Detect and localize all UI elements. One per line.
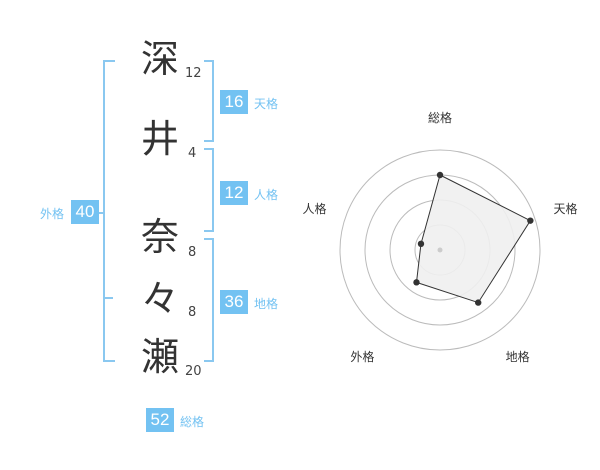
radar-ring-4	[339, 149, 541, 351]
radar-axis-label-3: 地格	[506, 349, 530, 364]
radar-point-4	[413, 279, 420, 286]
radar-axis-label-4: 外格	[350, 349, 374, 364]
jinkaku-label: 人格	[254, 188, 279, 202]
radar-point-2	[527, 217, 534, 224]
jinkaku-bracket	[204, 148, 214, 232]
name-char-2: 井	[141, 117, 180, 161]
stroke-count-4: 8	[188, 305, 197, 320]
name-char-3: 奈	[141, 215, 180, 259]
radar-axis-label-2: 天格	[554, 201, 578, 216]
radar-series-polygon	[415, 174, 532, 304]
stroke-count-2: 4	[188, 146, 197, 161]
name-char-1: 深	[141, 37, 180, 81]
chikaku-label: 地格	[254, 297, 279, 311]
radar-point-5	[417, 240, 425, 248]
gaikaku-label: 外格	[40, 207, 65, 221]
jinkaku-value-badge: 12	[220, 181, 248, 205]
gaikaku-bracket-tick	[97, 212, 105, 214]
radar-axis-label-1: 総格	[428, 110, 452, 125]
name-char-4: 々	[141, 277, 180, 321]
stroke-count-1: 12	[185, 66, 202, 81]
tenkaku-bracket	[204, 60, 214, 142]
tenkaku-value-badge: 16	[220, 90, 248, 114]
chikaku-value-badge: 36	[220, 290, 248, 314]
soukaku-label: 総格	[180, 415, 205, 429]
stroke-count-5: 20	[185, 364, 202, 379]
stroke-count-3: 8	[188, 245, 197, 260]
name-char-5: 瀬	[141, 335, 180, 379]
radar-point-3	[475, 299, 482, 306]
chikaku-bracket	[204, 238, 214, 362]
radar-axis-label-5: 人格	[302, 201, 326, 216]
radar-center	[437, 247, 443, 253]
gaikaku-bracket	[103, 60, 115, 362]
gaikaku-value-badge: 40	[71, 200, 99, 224]
gaikaku-bracket-notch	[103, 297, 113, 299]
soukaku-value-badge: 52	[146, 408, 174, 432]
radar-point-1	[436, 171, 444, 179]
tenkaku-label: 天格	[254, 97, 279, 111]
